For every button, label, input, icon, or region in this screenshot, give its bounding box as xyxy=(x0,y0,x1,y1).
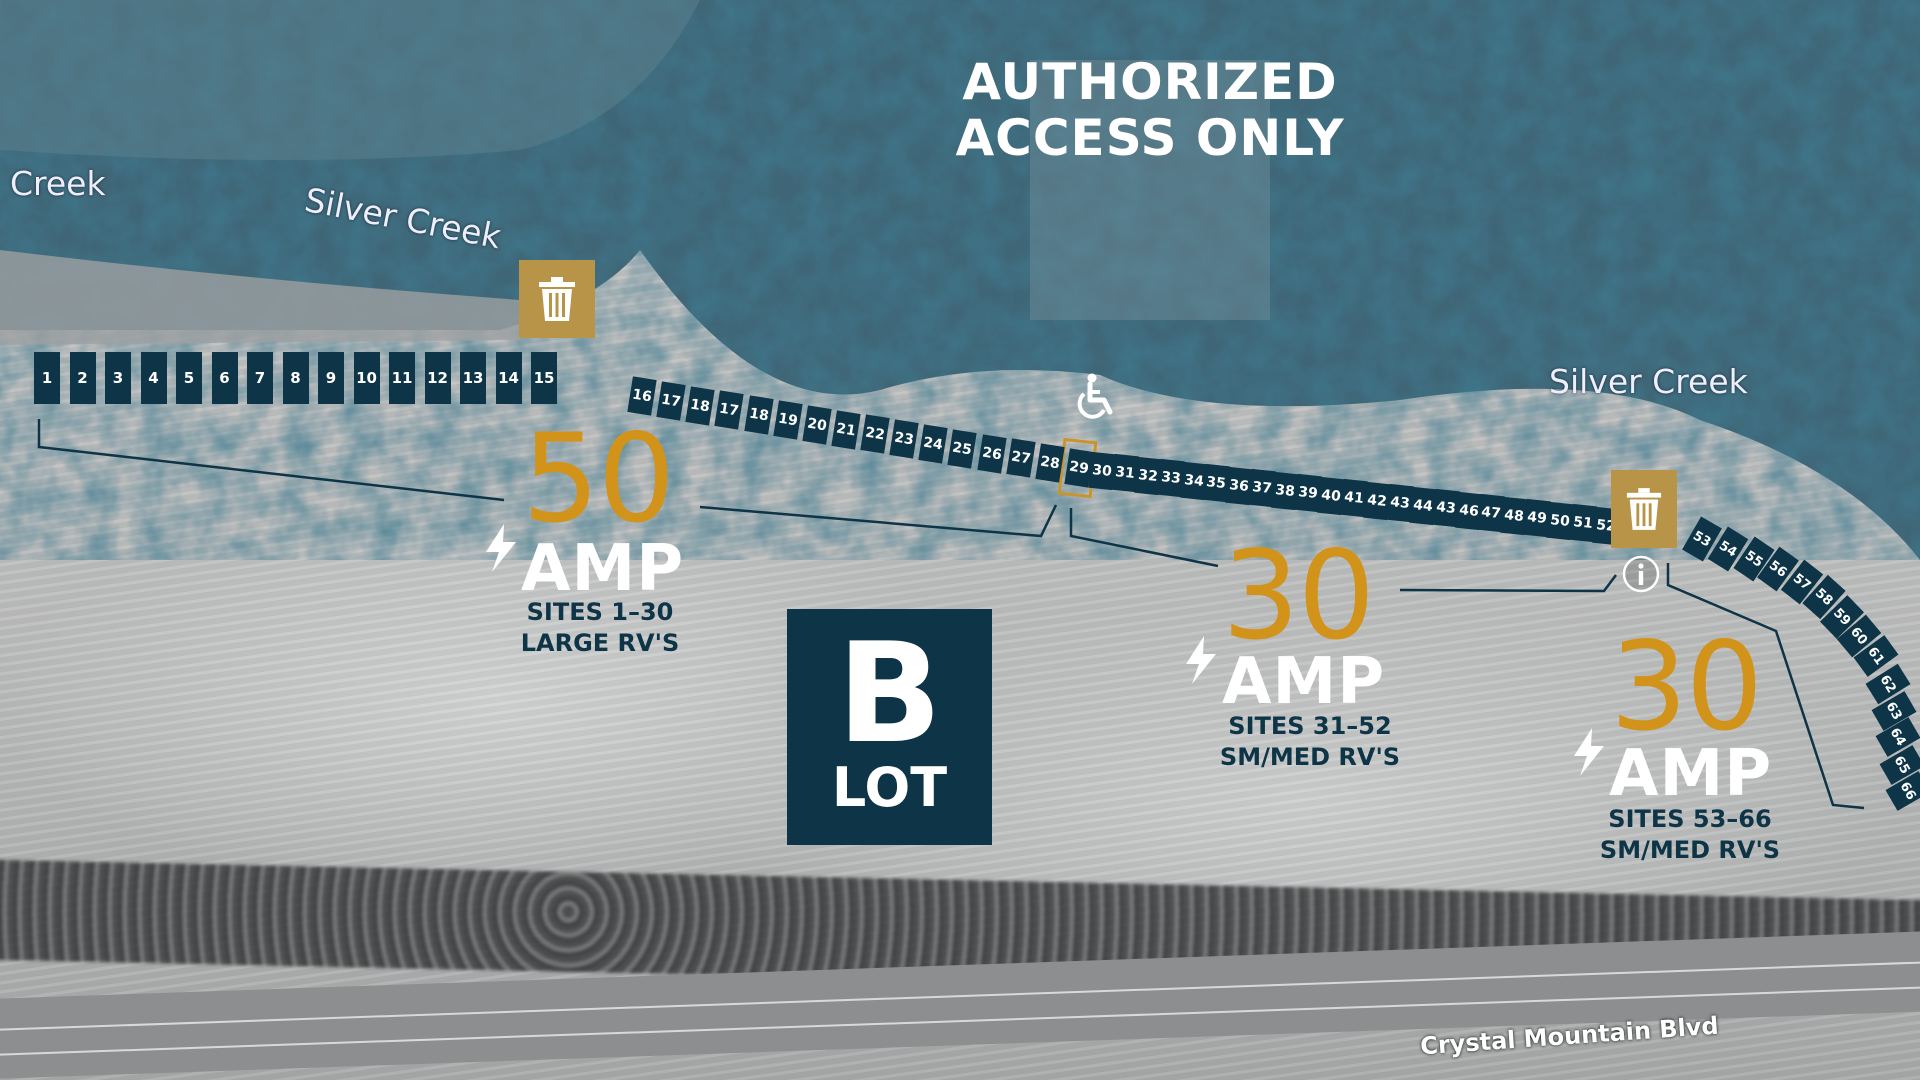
zone-3-sites: SITES 53–66 xyxy=(1608,805,1772,833)
zone-3-unit: AMP xyxy=(1609,737,1773,811)
zone-3-description: SITES 53–66 SM/MED RV'S xyxy=(1600,804,1780,866)
zone-2-unit: AMP xyxy=(1222,645,1386,719)
campsite-18[interactable]: 18 xyxy=(743,395,774,435)
campsite-3[interactable]: 3 xyxy=(105,352,131,404)
zone-1-rv-type: LARGE RV'S xyxy=(520,629,680,657)
lightning-bolt-icon xyxy=(1184,636,1218,687)
campsite-11[interactable]: 11 xyxy=(389,352,415,404)
leader-line-30amp-a-right xyxy=(1399,574,1617,593)
leader-line-30amp-a-left xyxy=(1069,508,1219,568)
wheelchair-accessible-icon xyxy=(1077,373,1113,419)
zone-1-unit: AMP xyxy=(521,532,685,606)
zone-2-rv-type: SM/MED RV'S xyxy=(1219,743,1401,771)
campsite-26[interactable]: 26 xyxy=(976,433,1007,474)
notice-line-1: AUTHORIZED xyxy=(962,53,1338,111)
creek-label-left-partial: Creek xyxy=(10,164,106,203)
lot-sign: B LOT xyxy=(787,609,992,845)
zone-3-rv-type: SM/MED RV'S xyxy=(1599,836,1781,864)
zone-1-amps: 50 xyxy=(522,408,675,550)
lot-letter: B xyxy=(836,613,943,774)
campsite-9[interactable]: 9 xyxy=(318,352,344,404)
forest-area xyxy=(0,0,1920,560)
notice-line-2: ACCESS ONLY xyxy=(955,109,1345,167)
campsite-6[interactable]: 6 xyxy=(211,352,238,404)
trash-station-2 xyxy=(1611,470,1677,548)
campsite-19[interactable]: 19 xyxy=(772,400,803,440)
campsite-13[interactable]: 13 xyxy=(460,352,486,404)
zone-2-description: SITES 31–52 SM/MED RV'S xyxy=(1220,711,1400,773)
trash-station-1 xyxy=(519,260,595,338)
info-icon[interactable] xyxy=(1621,554,1661,594)
campsite-2[interactable]: 2 xyxy=(69,352,96,404)
trash-icon xyxy=(1626,488,1662,530)
authorized-access-notice: AUTHORIZED ACCESS ONLY xyxy=(900,54,1400,166)
campsite-15[interactable]: 15 xyxy=(531,352,557,404)
zone-3-amps: 30 xyxy=(1610,616,1763,758)
campsite-5[interactable]: 5 xyxy=(176,352,202,404)
lightning-bolt-icon xyxy=(484,524,518,575)
campsite-7[interactable]: 7 xyxy=(247,352,273,404)
creek-label-right: Silver Creek xyxy=(1549,362,1748,401)
lightning-bolt-icon xyxy=(1572,728,1606,779)
campsite-1[interactable]: 1 xyxy=(34,352,60,404)
zone-1-sites: SITES 1–30 xyxy=(526,598,674,626)
zone-2-amps: 30 xyxy=(1222,525,1375,667)
lot-word: LOT xyxy=(831,756,948,819)
campsite-10[interactable]: 10 xyxy=(353,352,380,404)
trash-icon xyxy=(539,277,575,321)
leader-line-30amp-b xyxy=(1666,563,1865,810)
zone-2-sites: SITES 31–52 xyxy=(1228,712,1392,740)
campsite-8[interactable]: 8 xyxy=(282,352,309,404)
campsite-14[interactable]: 14 xyxy=(495,352,522,404)
leader-line-50amp-right xyxy=(699,504,1058,538)
zone-1-description: SITES 1–30 LARGE RV'S xyxy=(521,597,679,659)
leader-line-50amp-left xyxy=(37,419,505,502)
campsite-12[interactable]: 12 xyxy=(424,352,451,404)
campsite-4[interactable]: 4 xyxy=(140,352,167,404)
